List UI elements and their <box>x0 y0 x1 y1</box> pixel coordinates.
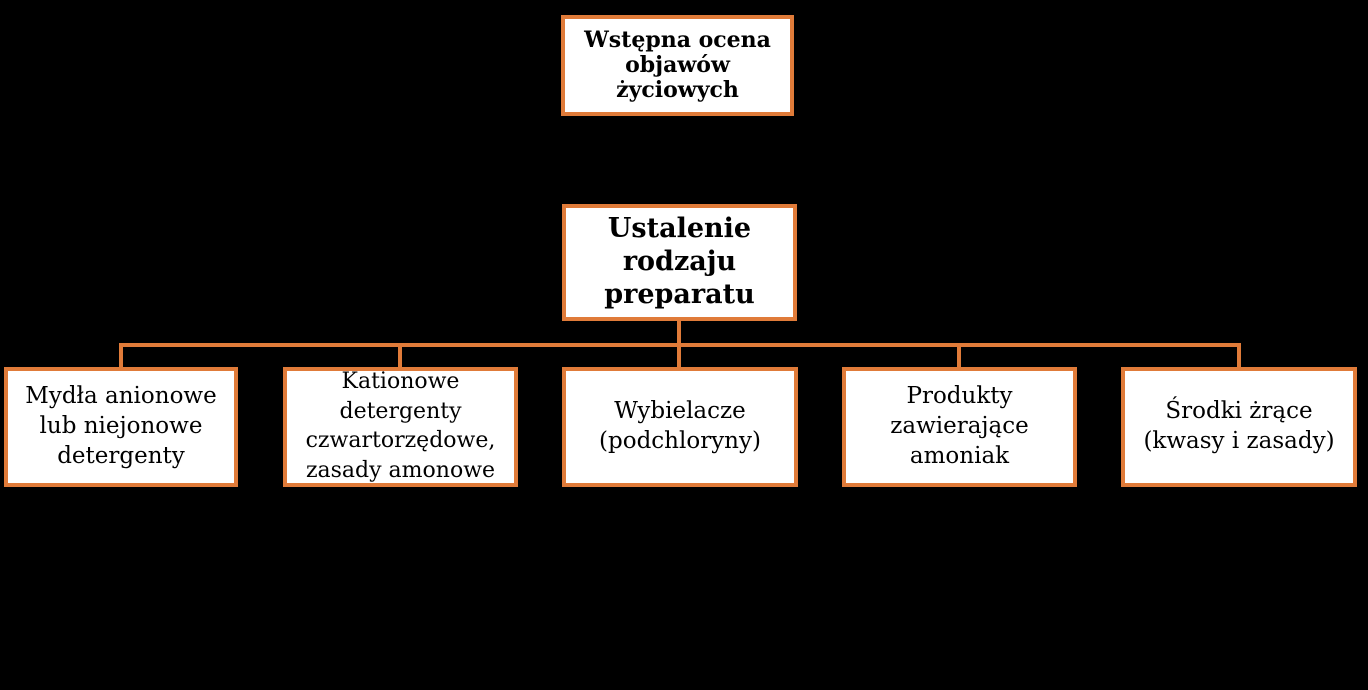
node-corrosives: Środki żrące (kwasy i zasady) <box>1121 367 1357 487</box>
node-bleaches: Wybielacze (podchloryny) <box>562 367 798 487</box>
node-label: Wstępna ocena objawów życiowych <box>584 26 771 104</box>
node-label: Kationowe detergenty czwartorzędowe, zas… <box>305 369 496 484</box>
node-label: Produkty zawierające amoniak <box>890 383 1029 469</box>
node-vital-signs-assessment: Wstępna ocena objawów życiowych <box>561 15 794 116</box>
node-label: Ustalenie rodzaju preparatu <box>604 213 755 310</box>
node-product-type-identification: Ustalenie rodzaju preparatu <box>562 204 797 321</box>
node-label: Mydła anionowe lub niejonowe detergenty <box>25 383 217 469</box>
node-cationic-detergents: Kationowe detergenty czwartorzędowe, zas… <box>283 367 518 487</box>
node-label: Wybielacze (podchloryny) <box>599 398 761 454</box>
node-ammonia-products: Produkty zawierające amoniak <box>842 367 1077 487</box>
node-anionic-soaps: Mydła anionowe lub niejonowe detergenty <box>4 367 238 487</box>
node-label: Środki żrące (kwasy i zasady) <box>1143 398 1335 454</box>
